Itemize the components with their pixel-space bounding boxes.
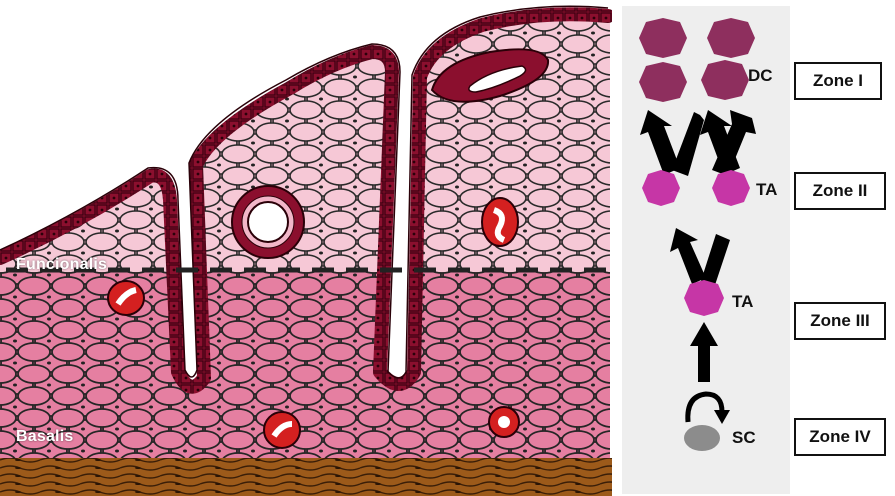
sc-label: SC bbox=[732, 428, 756, 448]
zone-4-box: Zone IV bbox=[794, 418, 886, 456]
basalis-label: Basalis bbox=[16, 428, 73, 446]
functionalis-label: Funcionalis bbox=[16, 256, 107, 274]
ta-cell-icon bbox=[684, 280, 724, 316]
panel-gap bbox=[612, 0, 622, 496]
stroma-lower bbox=[0, 270, 612, 470]
zone-3-box: Zone III bbox=[794, 302, 886, 340]
zone-2-box: Zone II bbox=[794, 172, 886, 210]
myometrium-layer bbox=[0, 458, 612, 496]
ta-label-upper: TA bbox=[756, 180, 777, 200]
blood-vessel bbox=[108, 281, 144, 315]
blood-vessel bbox=[482, 198, 518, 246]
gland-round bbox=[232, 186, 304, 258]
dc-label: DC bbox=[748, 66, 773, 86]
stroma-upper bbox=[0, 0, 612, 272]
ta-label-lower: TA bbox=[732, 292, 753, 312]
zone-1-box: Zone I bbox=[794, 62, 882, 100]
blood-vessel bbox=[489, 407, 519, 437]
sc-cell-icon bbox=[684, 425, 720, 451]
blood-vessel bbox=[264, 412, 300, 448]
